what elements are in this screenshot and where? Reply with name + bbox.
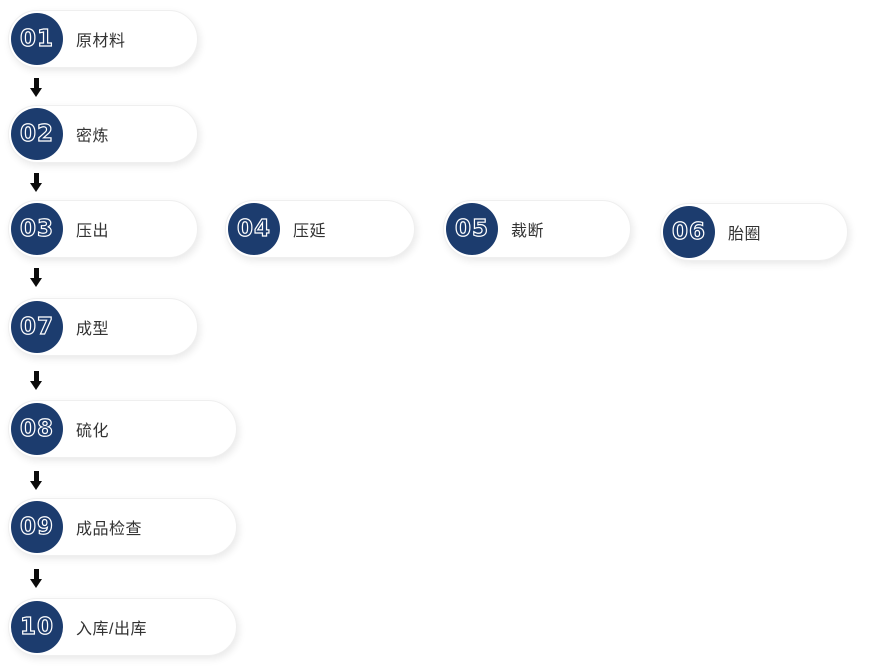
- process-step-01: 01 原材料: [8, 10, 198, 68]
- step-number-badge: 03: [11, 203, 63, 255]
- arrow-down-icon: [30, 268, 43, 287]
- step-number-badge: 04: [228, 203, 280, 255]
- step-number-badge: 07: [11, 301, 63, 353]
- step-label: 成品检查: [76, 521, 143, 538]
- process-step-08: 08 硫化: [8, 400, 237, 458]
- step-number-badge: 06: [663, 206, 715, 258]
- step-number-badge: 08: [11, 403, 63, 455]
- step-label: 入库/出库: [76, 621, 147, 638]
- arrow-down-icon: [30, 569, 43, 588]
- process-step-10: 10 入库/出库: [8, 598, 237, 656]
- process-step-06: 06 胎圈: [660, 203, 848, 261]
- process-step-05: 05 裁断: [443, 200, 631, 258]
- step-label: 裁断: [511, 223, 545, 240]
- process-step-07: 07 成型: [8, 298, 198, 356]
- step-number-badge: 02: [11, 108, 63, 160]
- arrow-down-icon: [30, 78, 43, 97]
- process-step-04: 04 压延: [225, 200, 415, 258]
- arrow-down-icon: [30, 173, 43, 192]
- step-label: 压出: [76, 223, 110, 240]
- process-step-03: 03 压出: [8, 200, 198, 258]
- step-number-badge: 10: [11, 601, 63, 653]
- step-label: 胎圈: [728, 226, 762, 243]
- step-label: 原材料: [76, 33, 126, 50]
- step-label: 成型: [76, 321, 110, 338]
- step-number-badge: 05: [446, 203, 498, 255]
- arrow-down-icon: [30, 471, 43, 490]
- arrow-down-icon: [30, 371, 43, 390]
- process-step-09: 09 成品检查: [8, 498, 237, 556]
- step-label: 密炼: [76, 128, 110, 145]
- step-label: 硫化: [76, 423, 110, 440]
- step-label: 压延: [293, 223, 327, 240]
- step-number-badge: 01: [11, 13, 63, 65]
- process-step-02: 02 密炼: [8, 105, 198, 163]
- step-number-badge: 09: [11, 501, 63, 553]
